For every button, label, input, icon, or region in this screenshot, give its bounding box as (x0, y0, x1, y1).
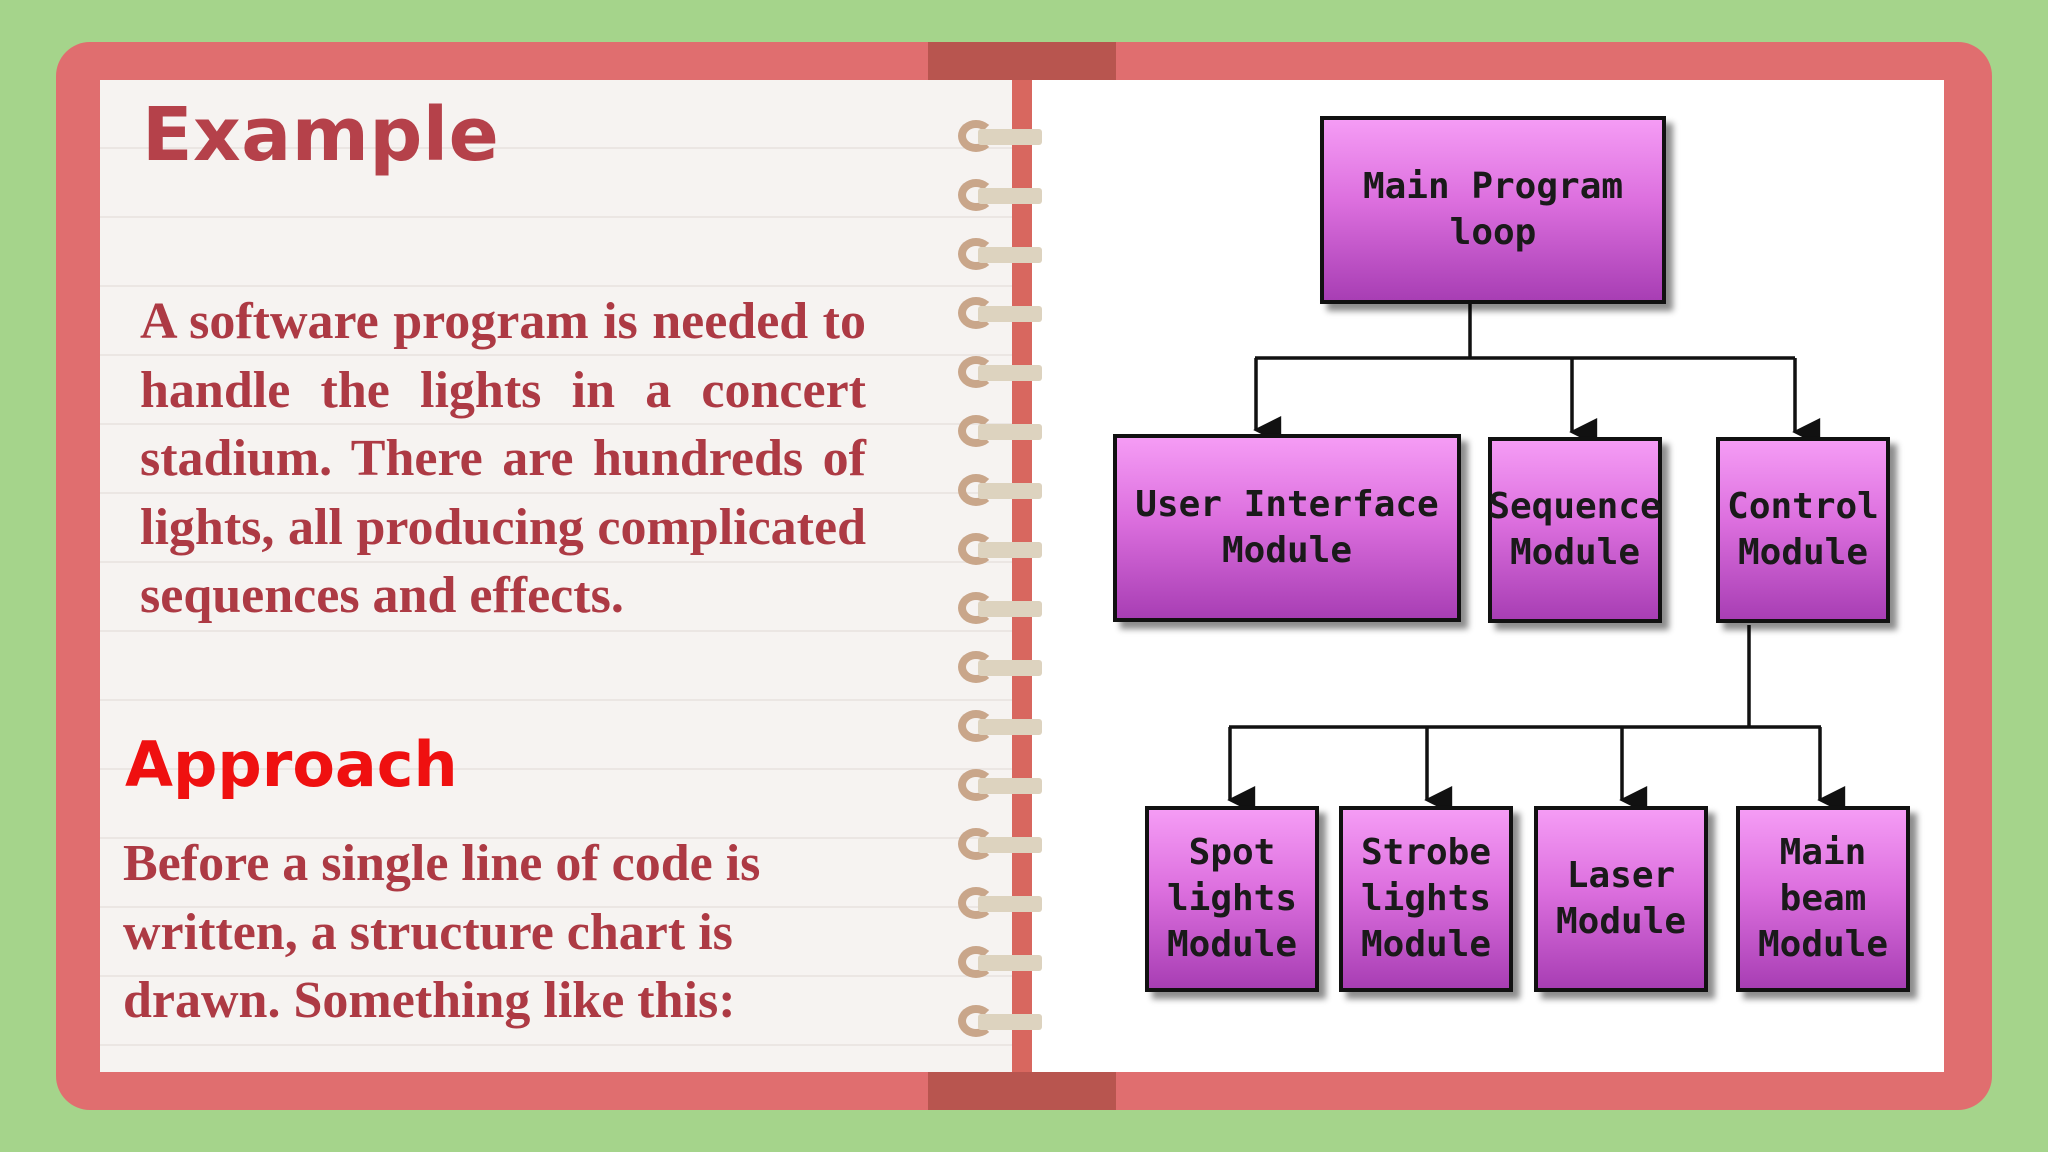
binding-ring (958, 177, 1042, 213)
binding-ring (958, 590, 1042, 626)
box-main-beam-module: Main beam Module (1736, 806, 1910, 992)
approach-heading: Approach (125, 728, 458, 801)
binding-ring-hook (958, 769, 994, 801)
binding-ring-bar (978, 719, 1042, 735)
binding-ring-bar (978, 1014, 1042, 1030)
binding-ring-hook (958, 120, 994, 152)
box-sequence-module: Sequence Module (1488, 437, 1662, 623)
box-spot-lights-module: Spot lights Module (1145, 806, 1319, 992)
binding-ring-bar (978, 837, 1042, 853)
binding-ring (958, 885, 1042, 921)
approach-paragraph: Before a single line of code is written,… (123, 835, 761, 1029)
binding-ring (958, 295, 1042, 331)
box-control-module: Control Module (1716, 437, 1890, 623)
box-user-interface-module: User Interface Module (1113, 434, 1461, 622)
binding-ring (958, 767, 1042, 803)
binding-ring-hook (958, 946, 994, 978)
binding-ring (958, 472, 1042, 508)
binding-ring-hook (958, 238, 994, 270)
binding-ring-hook (958, 179, 994, 211)
binding-ring-bar (978, 542, 1042, 558)
page-divider (1012, 80, 1032, 1072)
notebook-spine-top (928, 42, 1116, 80)
binding-ring (958, 413, 1042, 449)
binding-ring-bar (978, 955, 1042, 971)
binding-ring (958, 531, 1042, 567)
intro-paragraph: A software program is needed to handle t… (140, 293, 866, 624)
binding-ring-bar (978, 778, 1042, 794)
binding-ring-bar (978, 129, 1042, 145)
binding-ring-hook (958, 710, 994, 742)
binding-ring (958, 944, 1042, 980)
binding-ring (958, 236, 1042, 272)
box-strobe-lights-module: Strobe lights Module (1339, 806, 1513, 992)
binding-ring-hook (958, 651, 994, 683)
binding-ring-bar (978, 306, 1042, 322)
binding-ring-hook (958, 1005, 994, 1037)
binding-ring-bar (978, 365, 1042, 381)
notebook-spine-bottom (928, 1072, 1116, 1110)
box-laser-module: Laser Module (1534, 806, 1708, 992)
binding-ring (958, 649, 1042, 685)
binding-ring-hook (958, 533, 994, 565)
binding-ring-bar (978, 601, 1042, 617)
binding-ring-hook (958, 297, 994, 329)
binding-ring-bar (978, 188, 1042, 204)
binding-ring-bar (978, 483, 1042, 499)
box-main-program-loop: Main Program loop (1320, 116, 1666, 304)
binding-ring (958, 354, 1042, 390)
binding-ring-bar (978, 247, 1042, 263)
binding-ring-hook (958, 356, 994, 388)
binding-ring (958, 826, 1042, 862)
binding-ring-bar (978, 896, 1042, 912)
binding-ring-bar (978, 660, 1042, 676)
left-page (100, 80, 1012, 1072)
slide-title: Example (142, 92, 500, 178)
binding-ring (958, 1003, 1042, 1039)
binding-ring-hook (958, 828, 994, 860)
binding-ring-hook (958, 415, 994, 447)
binding-ring-hook (958, 887, 994, 919)
binding-ring-hook (958, 474, 994, 506)
binding-ring-bar (978, 424, 1042, 440)
binding-ring (958, 708, 1042, 744)
binding-ring (958, 118, 1042, 154)
binding-ring-hook (958, 592, 994, 624)
